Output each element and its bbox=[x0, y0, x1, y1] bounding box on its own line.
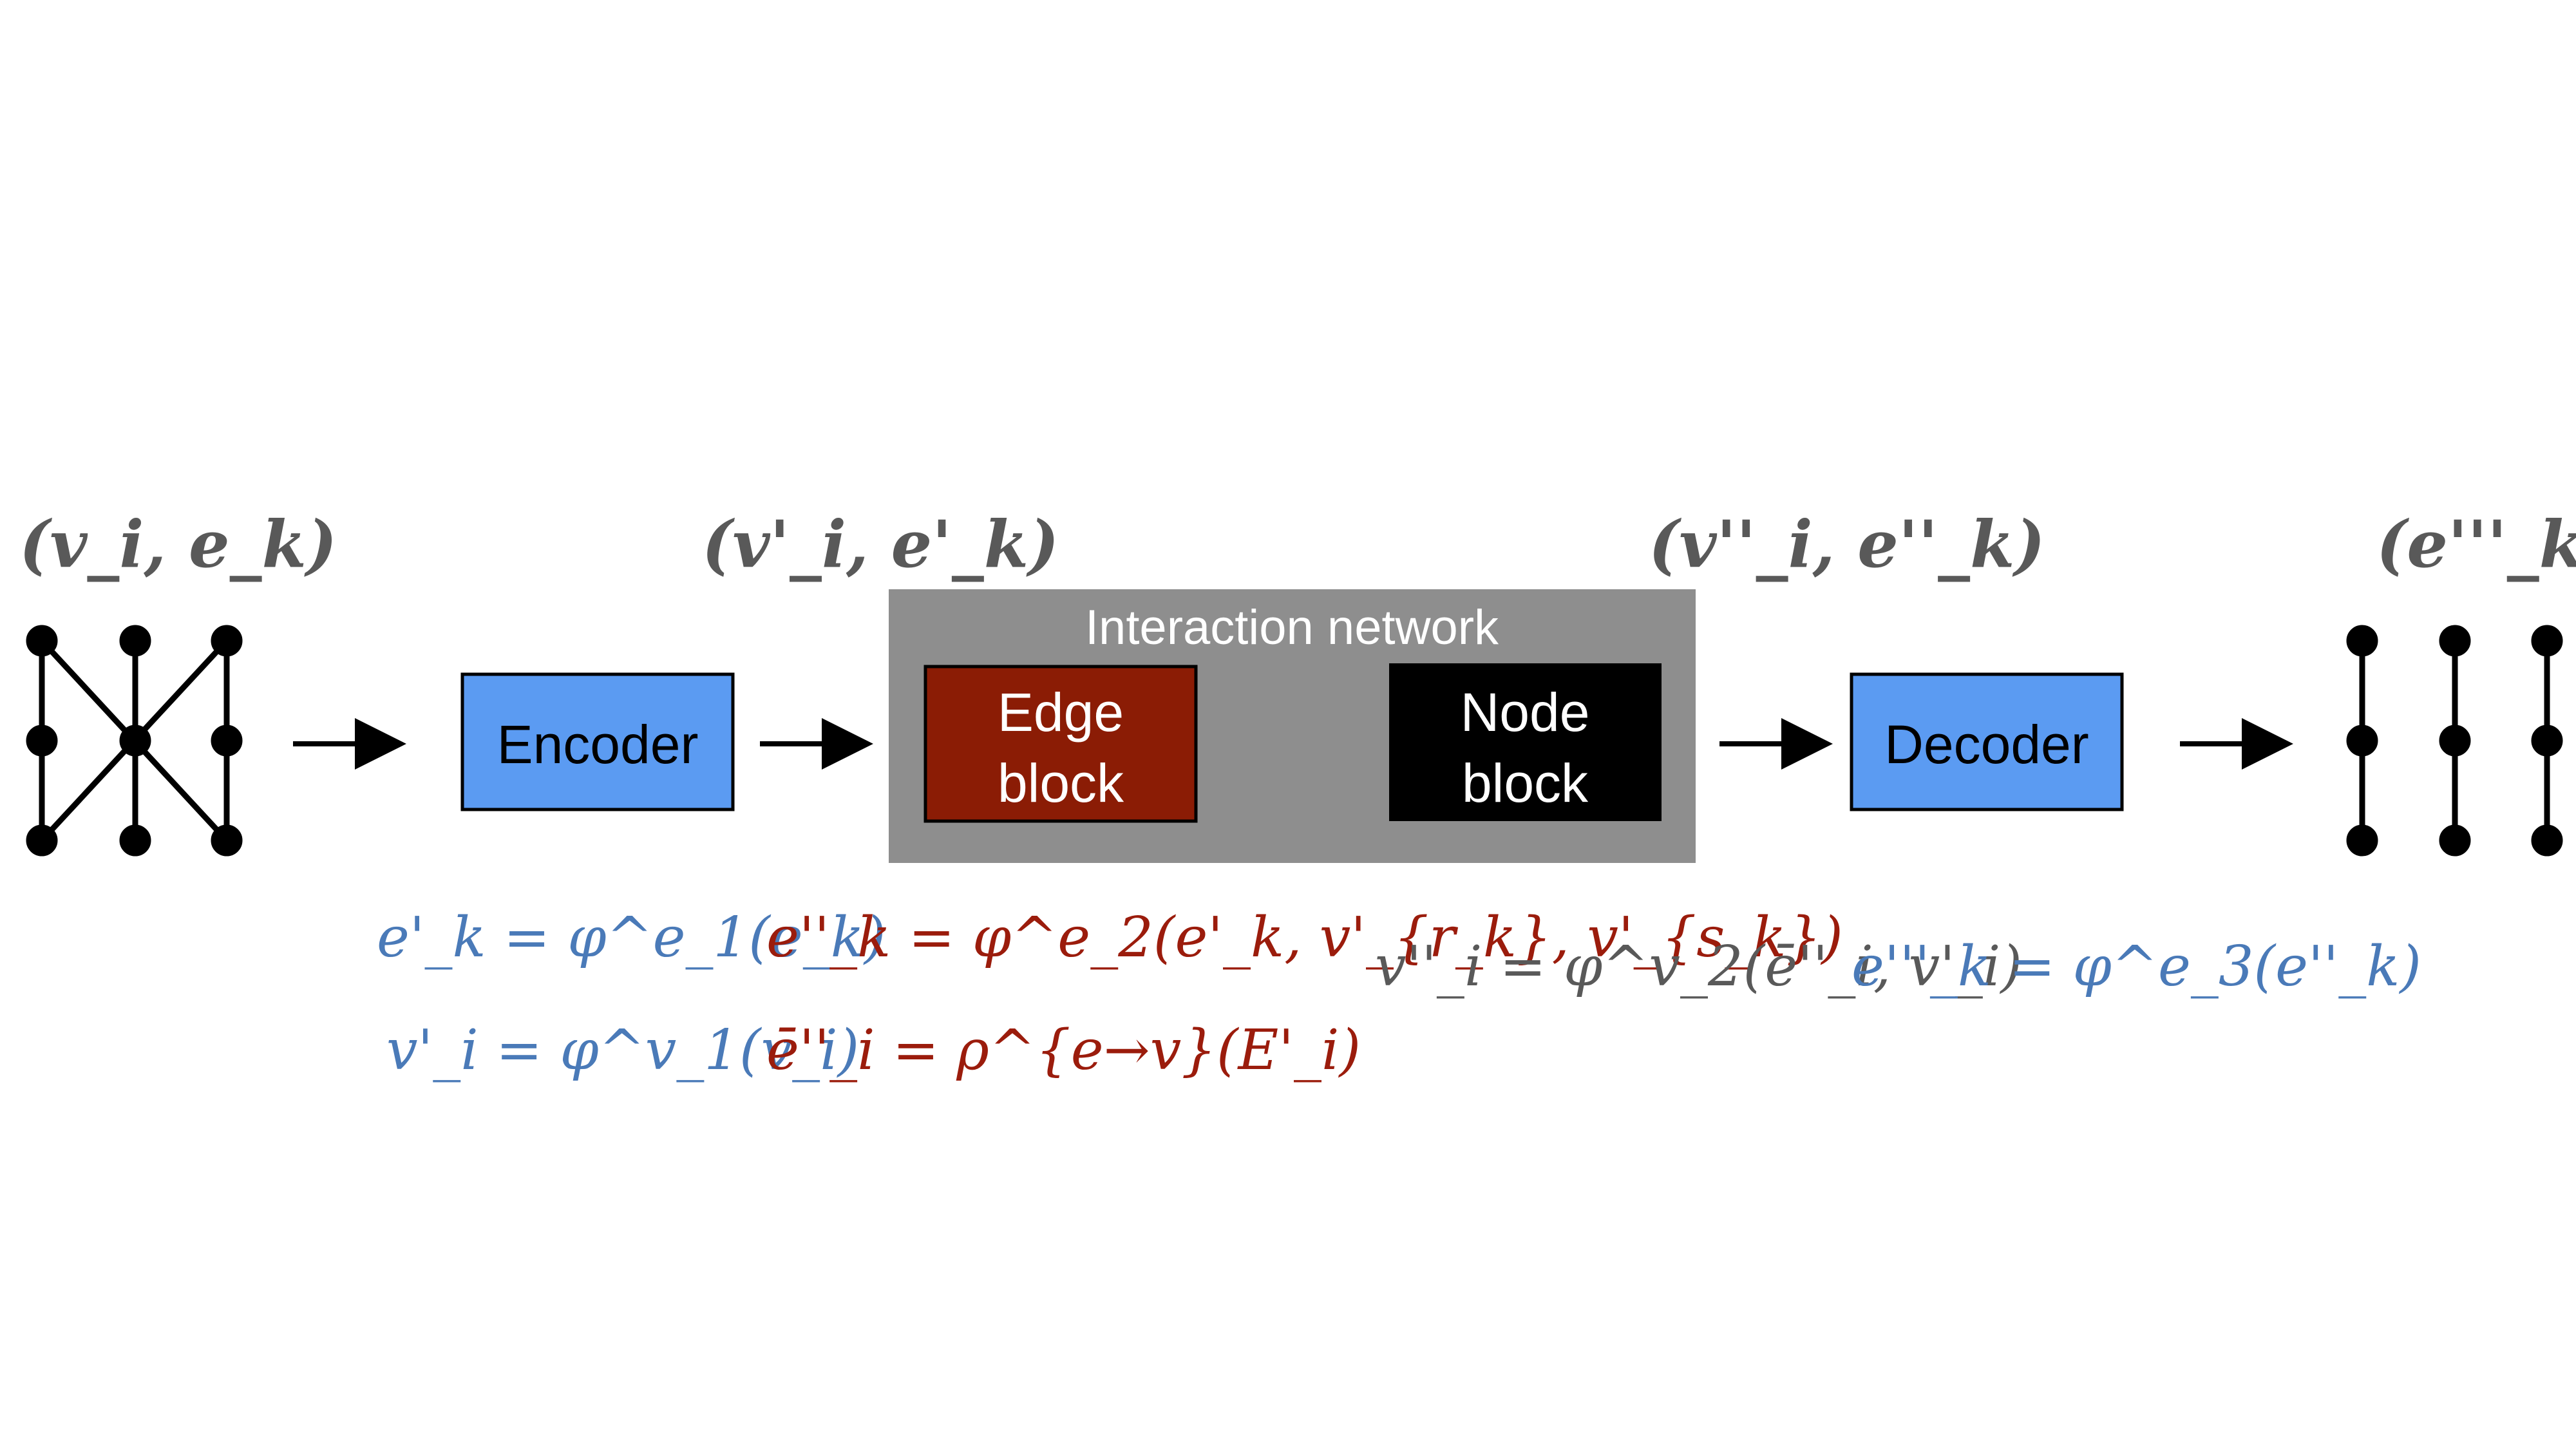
tuple-after-interaction: (v''_i, e''_k) bbox=[1649, 506, 2045, 582]
decoder-label: Decoder bbox=[1884, 714, 2089, 775]
edge-block-label-line1: Edge bbox=[998, 682, 1124, 743]
equation-edge-update: e''_k = φ^e_2(e'_k, v'_{r_k}, v'_{s_k}) bbox=[766, 905, 1843, 970]
output-graph-icon bbox=[2346, 625, 2563, 857]
tuple-output: (e'''_k) bbox=[2376, 506, 2576, 582]
input-graph-icon bbox=[26, 625, 243, 857]
decoder-box bbox=[1850, 672, 2124, 811]
equation-edge-aggregate: ē''_i = ρ^{e→v}(E'_i) bbox=[766, 1018, 1361, 1083]
edge-block-label-line2: block bbox=[998, 753, 1124, 813]
equation-node-update: v''_i = φ^v_2(ē''_i, v'_i) bbox=[1375, 934, 2022, 999]
edge-block bbox=[923, 665, 1198, 823]
equation-encoder-node: v'_i = φ^v_1(v_i) bbox=[386, 1018, 859, 1083]
node-block-label-line1: Node bbox=[1461, 682, 1590, 743]
node-block bbox=[1389, 663, 1662, 821]
node-block-label-line2: block bbox=[1462, 753, 1589, 813]
equation-decoder-edge: e'''_k = φ^e_3(e''_k) bbox=[1852, 934, 2421, 999]
encoder-label: Encoder bbox=[497, 714, 699, 775]
encoder-box bbox=[460, 672, 735, 811]
tuple-after-encoder: (v'_i, e'_k) bbox=[702, 506, 1059, 582]
interaction-network-label: Interaction network bbox=[1085, 600, 1499, 655]
tuple-input: (v_i, e_k) bbox=[19, 506, 337, 582]
equation-encoder-edge: e'_k = φ^e_1(e_k) bbox=[377, 905, 886, 970]
